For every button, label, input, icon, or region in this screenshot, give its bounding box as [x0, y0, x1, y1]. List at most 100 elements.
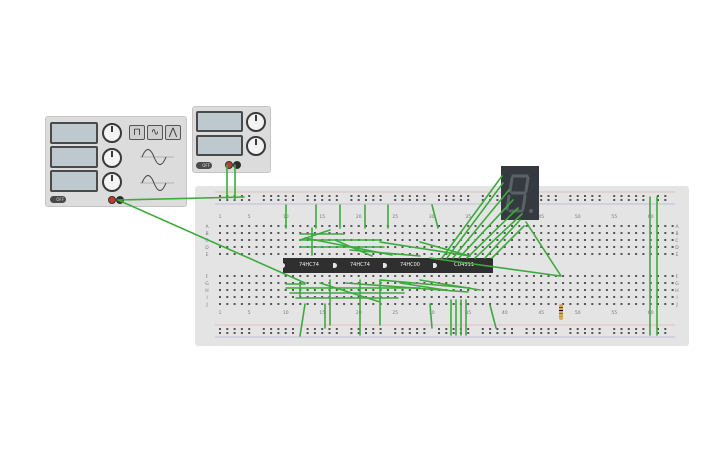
rail-hole[interactable]: [613, 199, 616, 201]
rail-hole[interactable]: [554, 199, 557, 201]
hole[interactable]: [547, 289, 550, 291]
hole[interactable]: [284, 289, 287, 291]
hole[interactable]: [547, 239, 550, 241]
hole[interactable]: [489, 253, 492, 255]
hole[interactable]: [511, 282, 513, 284]
hole[interactable]: [467, 232, 470, 234]
hole[interactable]: [671, 225, 674, 227]
rail-hole[interactable]: [379, 195, 382, 197]
rail-hole[interactable]: [569, 328, 572, 330]
hole[interactable]: [357, 225, 360, 227]
hole[interactable]: [657, 289, 659, 291]
rail-hole[interactable]: [445, 199, 448, 201]
hole[interactable]: [547, 303, 550, 305]
hole[interactable]: [233, 303, 236, 305]
hole[interactable]: [518, 232, 521, 234]
hole[interactable]: [365, 282, 367, 284]
hole[interactable]: [576, 253, 579, 255]
triangle-wave-icon[interactable]: ⋀: [165, 125, 181, 140]
hole[interactable]: [394, 246, 397, 248]
rail-hole[interactable]: [262, 199, 265, 201]
rail-hole[interactable]: [576, 199, 579, 201]
hole[interactable]: [379, 246, 382, 248]
rail-hole[interactable]: [394, 328, 397, 330]
hole[interactable]: [357, 246, 360, 248]
hole[interactable]: [496, 246, 499, 248]
rail-hole[interactable]: [620, 328, 623, 330]
rail-hole[interactable]: [584, 332, 586, 334]
hole[interactable]: [255, 225, 258, 227]
hole[interactable]: [657, 232, 659, 234]
hole[interactable]: [219, 296, 221, 298]
rail-hole[interactable]: [423, 332, 426, 334]
hole[interactable]: [598, 232, 601, 234]
hole[interactable]: [240, 225, 243, 227]
hole[interactable]: [262, 239, 265, 241]
hole[interactable]: [423, 289, 426, 291]
hole[interactable]: [401, 303, 404, 305]
rail-hole[interactable]: [584, 195, 586, 197]
rail-hole[interactable]: [394, 195, 397, 197]
rail-hole[interactable]: [438, 332, 440, 334]
hole[interactable]: [219, 253, 221, 255]
hole[interactable]: [569, 303, 572, 305]
hole[interactable]: [511, 296, 513, 298]
hole[interactable]: [635, 232, 638, 234]
hole[interactable]: [503, 239, 506, 241]
hole[interactable]: [489, 296, 492, 298]
rail-hole[interactable]: [496, 332, 499, 334]
hole[interactable]: [372, 246, 375, 248]
chip-74hc74-b[interactable]: 74HC74: [333, 258, 385, 273]
rail-hole[interactable]: [233, 328, 236, 330]
hole[interactable]: [518, 296, 521, 298]
square-wave-icon[interactable]: ⊓: [129, 125, 145, 140]
hole[interactable]: [459, 239, 462, 241]
rail-hole[interactable]: [547, 328, 550, 330]
hole[interactable]: [240, 296, 243, 298]
hole[interactable]: [481, 253, 484, 255]
hole[interactable]: [401, 282, 404, 284]
hole[interactable]: [496, 282, 499, 284]
hole[interactable]: [642, 225, 645, 227]
hole[interactable]: [386, 253, 389, 255]
hole[interactable]: [423, 225, 426, 227]
hole[interactable]: [445, 275, 448, 277]
rail-hole[interactable]: [277, 195, 280, 197]
hole[interactable]: [511, 246, 513, 248]
hole[interactable]: [248, 253, 251, 255]
hole[interactable]: [642, 296, 645, 298]
rail-hole[interactable]: [503, 332, 506, 334]
rail-hole[interactable]: [262, 328, 265, 330]
hole[interactable]: [584, 296, 586, 298]
rail-hole[interactable]: [240, 332, 243, 334]
hole[interactable]: [248, 225, 251, 227]
hole[interactable]: [481, 239, 484, 241]
hole[interactable]: [233, 289, 236, 291]
rail-hole[interactable]: [270, 328, 273, 330]
hole[interactable]: [277, 246, 280, 248]
power-supply[interactable]: OFF: [192, 106, 271, 173]
hole[interactable]: [489, 225, 492, 227]
hole[interactable]: [657, 282, 659, 284]
rail-hole[interactable]: [540, 332, 543, 334]
hole[interactable]: [649, 246, 652, 248]
hole[interactable]: [642, 246, 645, 248]
hole[interactable]: [467, 253, 470, 255]
positive-terminal[interactable]: [225, 161, 233, 169]
hole[interactable]: [489, 303, 492, 305]
rail-hole[interactable]: [248, 199, 251, 201]
hole[interactable]: [416, 232, 419, 234]
hole[interactable]: [438, 239, 440, 241]
hole[interactable]: [335, 289, 338, 291]
hole[interactable]: [306, 275, 309, 277]
hole[interactable]: [474, 239, 477, 241]
rail-hole[interactable]: [664, 199, 667, 201]
hole[interactable]: [474, 303, 477, 305]
hole[interactable]: [664, 239, 667, 241]
rail-hole[interactable]: [452, 199, 455, 201]
hole[interactable]: [620, 296, 623, 298]
hole[interactable]: [591, 232, 594, 234]
rail-hole[interactable]: [576, 195, 579, 197]
hole[interactable]: [328, 275, 331, 277]
rail-hole[interactable]: [401, 195, 404, 197]
